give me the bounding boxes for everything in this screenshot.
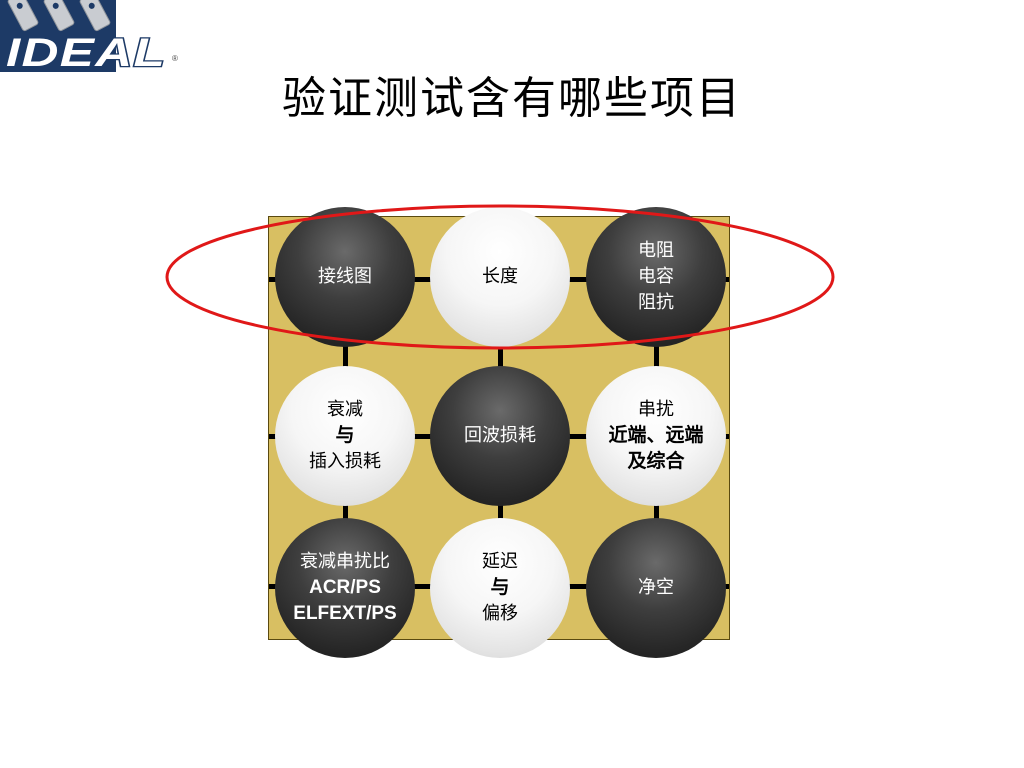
stone-label-line: 偏移 [482,603,518,624]
stone-label-line: 衰减 [327,399,363,420]
logo-text: IDEAL [6,31,166,72]
stone-label-line: 接线图 [318,266,372,287]
stone-label-line: 长度 [482,266,518,287]
registered-mark: ® [172,54,178,63]
stone-headroom: 净空 [586,518,726,658]
logo-wordmark: IDEAL ® [0,0,180,72]
stone-label-line: 延迟 [482,551,518,572]
stone-label-line: 插入损耗 [309,451,381,472]
stone-label-line: 电容 [638,266,674,287]
stone-label-line: 与 [335,425,355,446]
stone-label-line: 阻抗 [638,292,674,313]
page-title: 验证测试含有哪些项目 [282,73,742,124]
stone-label-line: 串扰 [638,399,674,420]
stone-acr: 衰减串扰比 ACR/PS ELFEXT/PS [275,518,415,658]
stone-label-line: 回波损耗 [464,425,536,446]
stone-label-line: 净空 [638,577,674,598]
ideal-logo [0,0,116,72]
stone-delay-skew: 延迟与偏移 [430,518,570,658]
stone-label-line: 及综合 [627,451,685,472]
stone-attenuation: 衰减与插入损耗 [275,366,415,506]
stone-label-line: 与 [490,577,510,598]
stone-crosstalk: 串扰近端、远端及综合 [586,366,726,506]
stone-label-line: 衰减串扰比 [300,551,390,572]
stone-label-line: 电阻 [638,240,674,261]
stone-wiremap: 接线图 [275,207,415,347]
stone-label-line: ACR/PS [309,577,381,598]
stone-label-line: 近端、远端 [608,425,704,446]
stone-return-loss: 回波损耗 [430,366,570,506]
stone-label-line: ELFEXT/PS [293,603,397,624]
stone-length: 长度 [430,207,570,347]
stone-resistance: 电阻电容阻抗 [586,207,726,347]
